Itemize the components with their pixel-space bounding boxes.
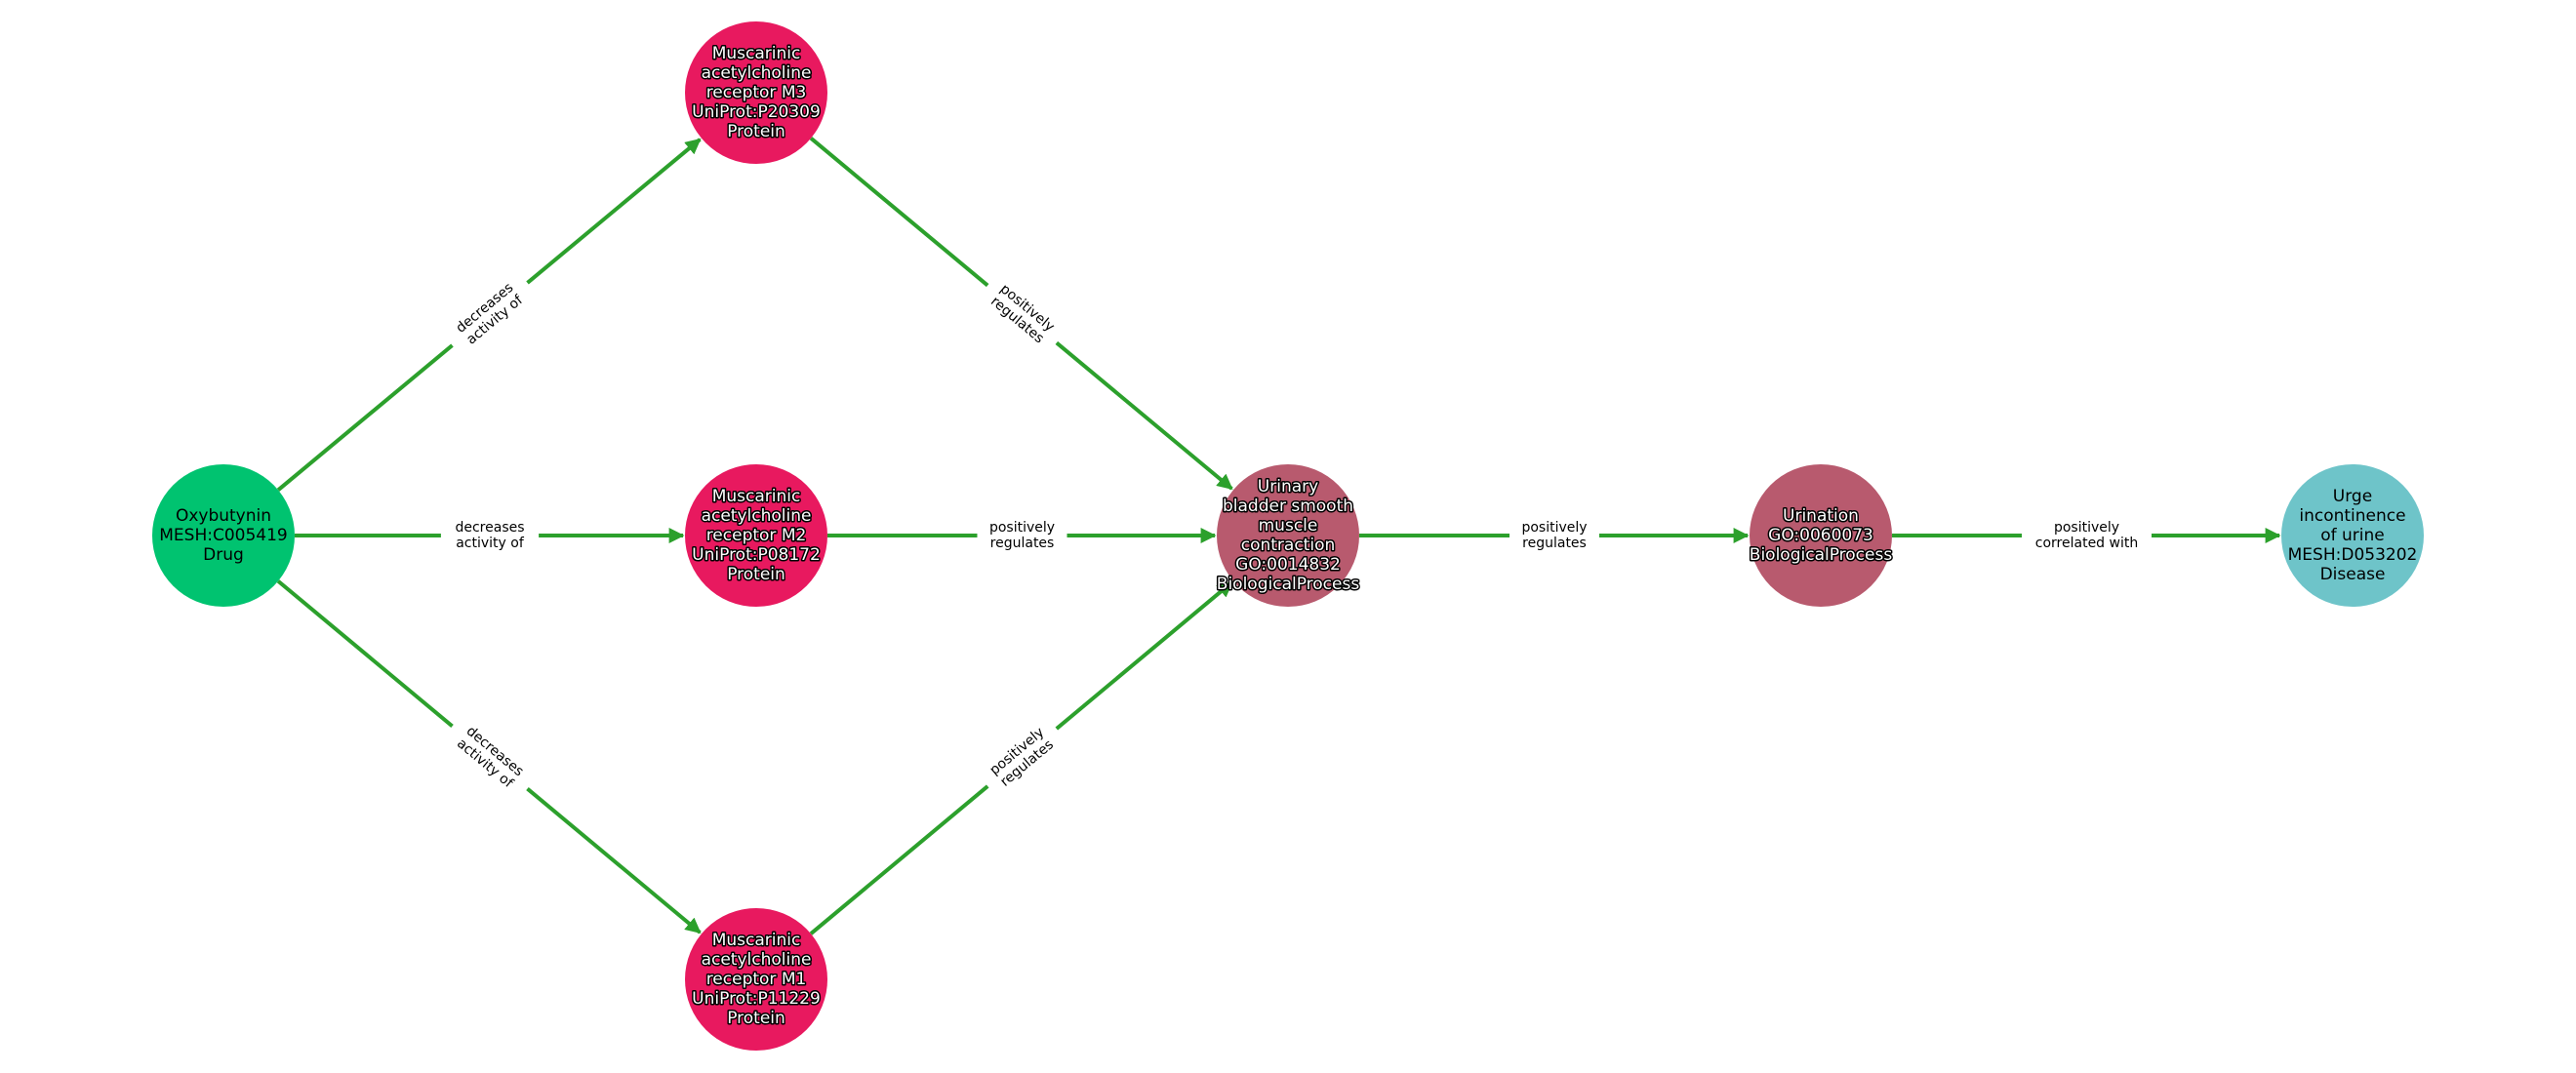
edge-label-background [977, 518, 1067, 553]
node-label-line: Protein [727, 1009, 785, 1028]
node-label-line: Muscarinic [712, 44, 801, 63]
node-label-line: BiologicalProcess [1217, 575, 1360, 594]
edge-label-line: positively [2054, 520, 2119, 536]
edge-label-background [1509, 518, 1599, 553]
node-label-line: GO:0014832 [1235, 555, 1341, 575]
edge-label-line: correlated with [2035, 536, 2138, 551]
edge-label-line: regulates [990, 536, 1055, 551]
node-label-line: Urge [2333, 487, 2372, 506]
edge-label-line: decreases [455, 520, 524, 536]
node-label-line: incontinence [2299, 506, 2405, 526]
edge-label-background [2022, 518, 2152, 553]
node-label-line: UniProt:P20309 [692, 102, 821, 122]
node-circle[interactable] [1217, 464, 1359, 607]
node-label-line: Protein [727, 122, 785, 141]
edge-label-background [440, 269, 540, 359]
node-label-line: GO:0060073 [1768, 526, 1873, 545]
edge-label-line: positively [989, 520, 1055, 536]
edge-label-background [440, 712, 540, 803]
edge-label-line: activity of [456, 536, 525, 551]
node-circle[interactable] [685, 908, 827, 1051]
node-label-line: Protein [727, 565, 785, 584]
node-label-line: Disease [2320, 565, 2386, 584]
edge-label-background [440, 518, 540, 553]
edge-label-line: positively [1521, 520, 1587, 536]
edge-label-background [976, 715, 1068, 800]
node-label-line: Muscarinic [712, 931, 801, 950]
node-circle[interactable] [1750, 464, 1892, 607]
node-label-line: acetylcholine [702, 506, 812, 526]
node-circle[interactable] [685, 464, 827, 607]
node-label-line: muscle [1259, 516, 1318, 536]
node-label-line: of urine [2320, 526, 2385, 545]
edge-label-background [976, 271, 1068, 357]
node-circle[interactable] [2281, 464, 2424, 607]
node-label-line: receptor M2 [706, 526, 807, 545]
node-label-line: receptor M3 [706, 83, 807, 102]
node-label-line: MESH:D053202 [2288, 545, 2418, 565]
node-label-line: bladder smooth [1223, 497, 1353, 516]
node-label-line: Oxybutynin [176, 506, 271, 526]
node-label-line: acetylcholine [702, 950, 812, 970]
edge-label-line: regulates [1522, 536, 1587, 551]
node-label-line: Urination [1783, 506, 1859, 526]
node-label-line: acetylcholine [702, 63, 812, 83]
node-label-line: BiologicalProcess [1750, 545, 1893, 565]
node-label-line: UniProt:P11229 [692, 989, 821, 1009]
node-circle[interactable] [152, 464, 295, 607]
node-label-line: receptor M1 [706, 970, 807, 989]
node-label-line: Urinary [1258, 477, 1318, 497]
node-circle[interactable] [685, 21, 827, 164]
node-label-line: UniProt:P08172 [692, 545, 821, 565]
node-label-line: Drug [203, 545, 244, 565]
node-label-line: MESH:C005419 [159, 526, 287, 545]
node-label-line: Muscarinic [712, 487, 801, 506]
node-label-line: contraction [1241, 536, 1336, 555]
